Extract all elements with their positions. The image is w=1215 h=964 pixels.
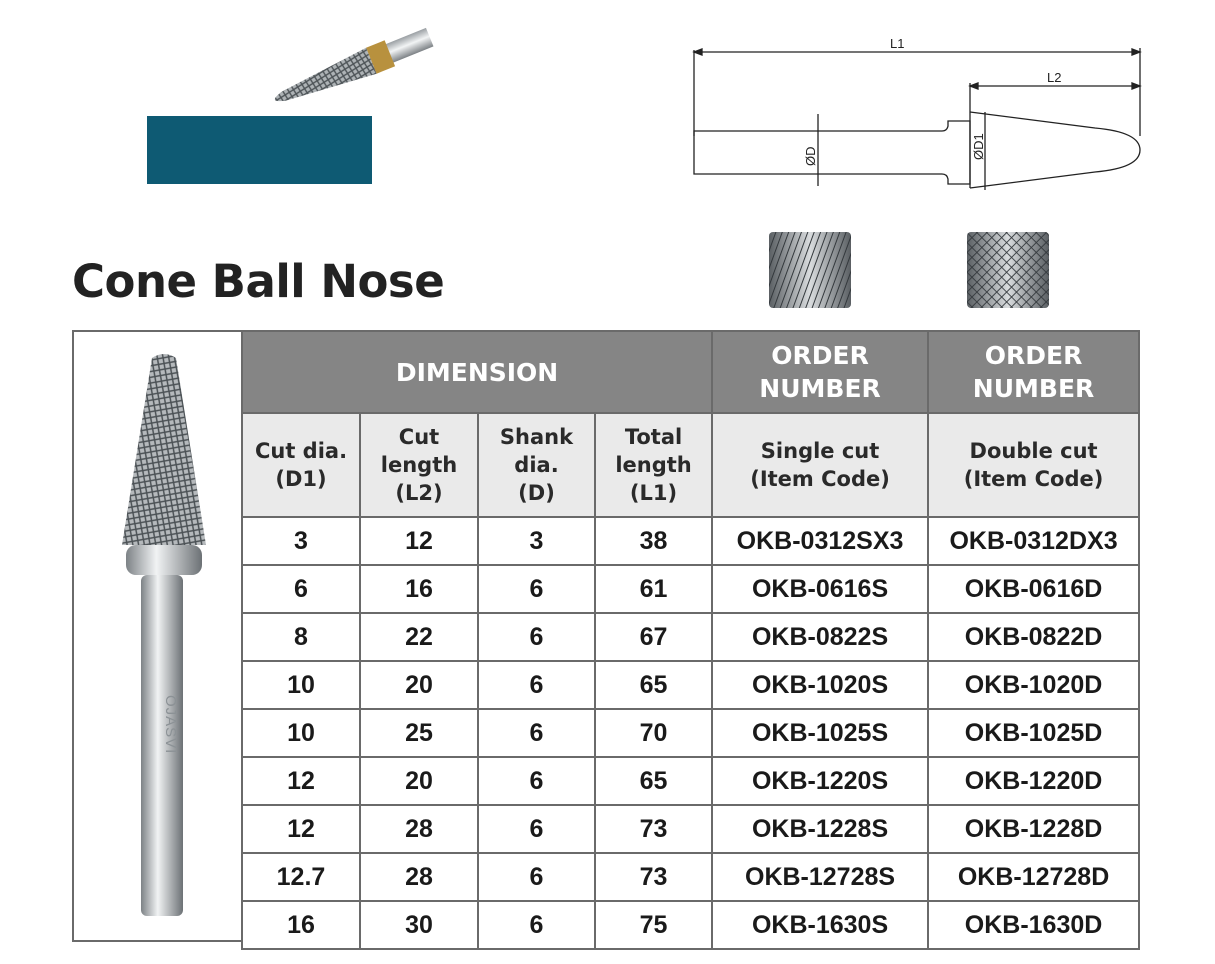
cell-cut-dia: 3 <box>241 516 361 566</box>
cell-single-cut-code: OKB-0312SX3 <box>711 516 930 566</box>
cell-shank-dia: 6 <box>477 564 596 614</box>
cell-total-length: 38 <box>593 516 714 566</box>
cell-double-cut-code: OKB-12728D <box>927 852 1141 902</box>
page-title: Cone Ball Nose <box>72 255 445 308</box>
cell-cut-dia: 12 <box>241 804 361 854</box>
cell-cut-dia: 16 <box>241 900 361 950</box>
dim-label-d: ØD <box>803 147 818 167</box>
group-header-order-single: ORDER NUMBER <box>711 330 930 414</box>
cell-shank-dia: 6 <box>477 804 596 854</box>
cell-double-cut-code: OKB-1025D <box>927 708 1141 758</box>
cell-cut-length: 16 <box>359 564 479 614</box>
cell-cut-dia: 6 <box>241 564 361 614</box>
cell-total-length: 75 <box>593 900 714 950</box>
shank-engraving: OJASVI <box>162 695 179 754</box>
dim-label-d1: ØD1 <box>971 133 986 160</box>
cell-single-cut-code: OKB-12728S <box>711 852 930 902</box>
column-header-double-cut: Double cut (Item Code) <box>927 412 1141 518</box>
cell-double-cut-code: OKB-0312DX3 <box>927 516 1141 566</box>
cell-single-cut-code: OKB-0616S <box>711 564 930 614</box>
dim-label-l1: L1 <box>890 36 904 51</box>
column-header-shank-dia: Shank dia. (D) <box>477 412 596 518</box>
cell-double-cut-code: OKB-1228D <box>927 804 1141 854</box>
spec-table: DIMENSION ORDER NUMBER ORDER NUMBER Cut … <box>240 330 1141 950</box>
cell-total-length: 65 <box>593 756 714 806</box>
cell-double-cut-code: OKB-1630D <box>927 900 1141 950</box>
dim-label-l2: L2 <box>1047 70 1061 85</box>
cell-single-cut-code: OKB-1630S <box>711 900 930 950</box>
cell-shank-dia: 6 <box>477 756 596 806</box>
cell-cut-length: 28 <box>359 852 479 902</box>
cell-single-cut-code: OKB-1220S <box>711 756 930 806</box>
cell-cut-dia: 10 <box>241 708 361 758</box>
cell-cut-length: 25 <box>359 708 479 758</box>
cell-cut-length: 22 <box>359 612 479 662</box>
cell-total-length: 67 <box>593 612 714 662</box>
cell-single-cut-code: OKB-0822S <box>711 612 930 662</box>
group-header-dimension: DIMENSION <box>240 330 714 414</box>
cell-shank-dia: 3 <box>477 516 596 566</box>
single-cut-sample <box>769 232 851 308</box>
column-header-cut-length: Cut length (L2) <box>359 412 479 518</box>
cell-cut-dia: 12.7 <box>241 852 361 902</box>
cell-shank-dia: 6 <box>477 660 596 710</box>
cell-cut-dia: 10 <box>241 660 361 710</box>
cell-double-cut-code: OKB-0616D <box>927 564 1141 614</box>
cell-total-length: 65 <box>593 660 714 710</box>
cell-shank-dia: 6 <box>477 900 596 950</box>
cell-cut-length: 28 <box>359 804 479 854</box>
cell-double-cut-code: OKB-1220D <box>927 756 1141 806</box>
usage-illustration <box>147 27 434 184</box>
cell-double-cut-code: OKB-0822D <box>927 612 1141 662</box>
cell-cut-length: 20 <box>359 660 479 710</box>
cell-cut-dia: 12 <box>241 756 361 806</box>
group-header-order-double: ORDER NUMBER <box>927 330 1141 414</box>
double-cut-sample <box>967 232 1049 308</box>
cell-shank-dia: 6 <box>477 708 596 758</box>
column-header-single-cut: Single cut (Item Code) <box>711 412 930 518</box>
cell-cut-length: 20 <box>359 756 479 806</box>
cell-shank-dia: 6 <box>477 852 596 902</box>
cell-total-length: 61 <box>593 564 714 614</box>
column-header-total-length: Total length (L1) <box>593 412 714 518</box>
cell-total-length: 73 <box>593 804 714 854</box>
cell-single-cut-code: OKB-1020S <box>711 660 930 710</box>
column-header-cut-dia: Cut dia. (D1) <box>241 412 361 518</box>
cell-cut-length: 30 <box>359 900 479 950</box>
cell-double-cut-code: OKB-1020D <box>927 660 1141 710</box>
cell-cut-dia: 8 <box>241 612 361 662</box>
cell-cut-length: 12 <box>359 516 479 566</box>
workpiece-block <box>147 116 372 184</box>
product-photo: OJASVI <box>122 354 206 916</box>
cell-single-cut-code: OKB-1025S <box>711 708 930 758</box>
cell-single-cut-code: OKB-1228S <box>711 804 930 854</box>
cell-shank-dia: 6 <box>477 612 596 662</box>
cell-total-length: 70 <box>593 708 714 758</box>
dimension-drawing: L1 L2 ØD ØD1 <box>692 36 1142 190</box>
cell-total-length: 73 <box>593 852 714 902</box>
